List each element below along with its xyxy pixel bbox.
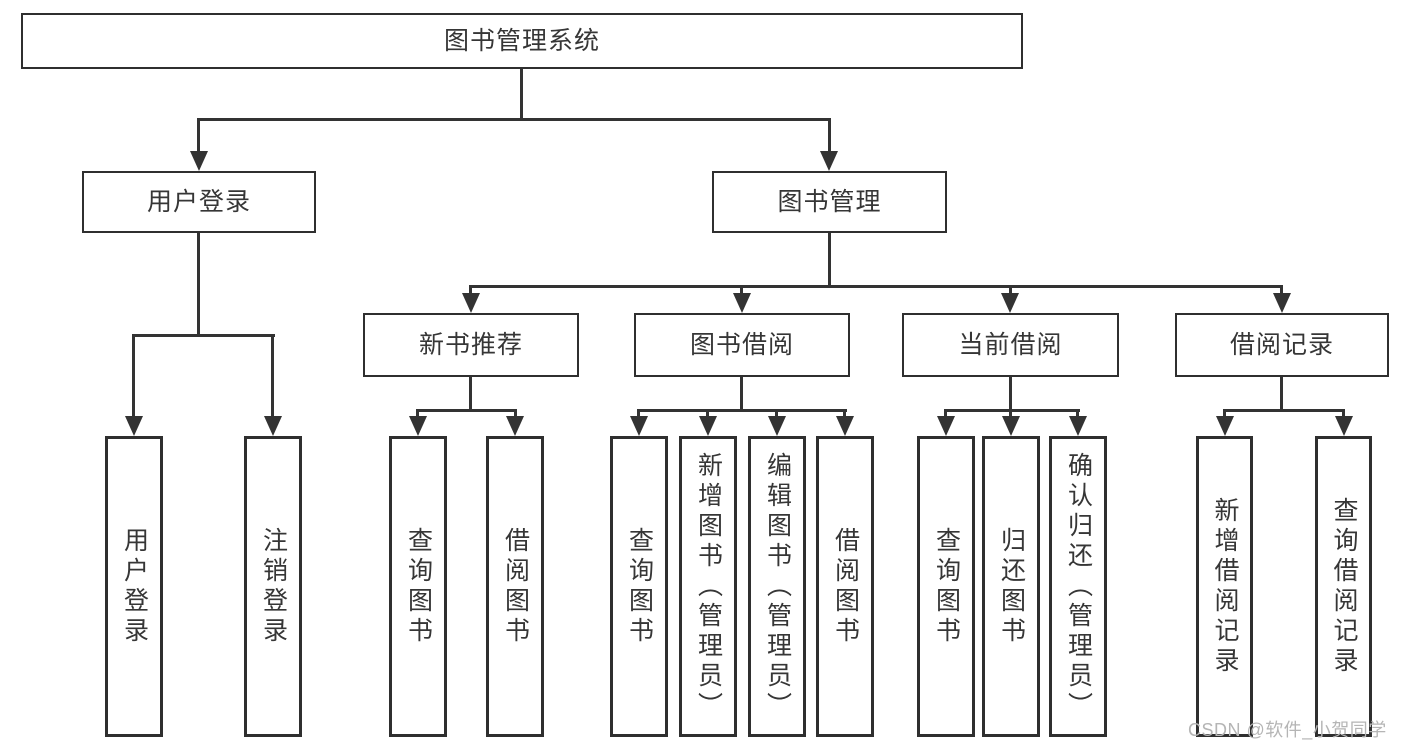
connector-line xyxy=(775,409,778,418)
connector-line xyxy=(132,334,275,337)
node-label: 用户登录 xyxy=(146,187,251,216)
node-label: 图书管理 xyxy=(777,187,882,216)
connector-line xyxy=(416,409,517,412)
leaf-query-books-2: 查询图书 xyxy=(610,436,668,737)
connector-line xyxy=(828,118,831,153)
leaf-logout-login: 注销登录 xyxy=(244,436,302,737)
connector-line xyxy=(637,409,640,418)
node-borrowing-records: 借阅记录 xyxy=(1175,313,1389,377)
arrow-down-icon xyxy=(190,151,208,171)
connector-line xyxy=(706,409,709,418)
leaf-borrow-books-2: 借阅图书 xyxy=(816,436,874,737)
connector-line xyxy=(520,69,523,119)
connector-line xyxy=(416,409,419,418)
connector-line xyxy=(197,233,200,335)
leaf-query-borrow-record: 查询借阅记录 xyxy=(1315,436,1372,737)
arrow-down-icon xyxy=(1273,293,1291,313)
arrow-down-icon xyxy=(733,293,751,313)
leaf-add-borrow-record: 新增借阅记录 xyxy=(1196,436,1253,737)
node-book-borrowing: 图书借阅 xyxy=(634,313,850,377)
arrow-down-icon xyxy=(820,151,838,171)
arrow-down-icon xyxy=(1001,293,1019,313)
arrow-down-icon xyxy=(768,416,786,436)
node-label: 归还图书 xyxy=(997,526,1026,647)
connector-line xyxy=(1223,409,1226,418)
node-label: 查询图书 xyxy=(404,526,433,647)
arrow-down-icon xyxy=(462,293,480,313)
node-book-management: 图书管理 xyxy=(712,171,947,233)
connector-line xyxy=(197,118,200,153)
arrow-down-icon xyxy=(836,416,854,436)
node-label: 注销登录 xyxy=(259,526,288,647)
connector-line xyxy=(469,285,1283,288)
leaf-user-login: 用户登录 xyxy=(105,436,163,737)
leaf-query-books-1: 查询图书 xyxy=(389,436,447,737)
connector-line xyxy=(740,285,743,295)
node-label: 查询图书 xyxy=(932,526,961,647)
connector-line xyxy=(944,409,1080,412)
node-label: 确认归还（管理员） xyxy=(1064,451,1093,722)
connector-line xyxy=(944,409,947,418)
node-label: 图书管理系统 xyxy=(443,26,600,55)
arrow-down-icon xyxy=(1069,416,1087,436)
node-library-management-system: 图书管理系统 xyxy=(21,13,1023,69)
connector-line xyxy=(1009,377,1012,410)
arrow-down-icon xyxy=(409,416,427,436)
arrow-down-icon xyxy=(125,416,143,436)
arrow-down-icon xyxy=(937,416,955,436)
node-label: 借阅图书 xyxy=(501,526,530,647)
node-label: 借阅图书 xyxy=(831,526,860,647)
node-user-login: 用户登录 xyxy=(82,171,316,233)
connector-line xyxy=(1342,409,1345,418)
node-label: 当前借阅 xyxy=(958,330,1063,359)
node-label: 查询借阅记录 xyxy=(1330,496,1358,677)
connector-line xyxy=(843,409,846,418)
connector-line xyxy=(197,118,831,121)
node-new-book-recommend: 新书推荐 xyxy=(363,313,579,377)
connector-line xyxy=(469,377,472,410)
arrow-down-icon xyxy=(1216,416,1234,436)
connector-line xyxy=(740,377,743,410)
node-label: 用户登录 xyxy=(120,526,149,647)
node-label: 图书借阅 xyxy=(689,330,794,359)
connector-line xyxy=(828,233,831,287)
arrow-down-icon xyxy=(630,416,648,436)
leaf-edit-book-admin: 编辑图书（管理员） xyxy=(748,436,806,737)
arrow-down-icon xyxy=(1335,416,1353,436)
node-label: 编辑图书（管理员） xyxy=(763,451,792,722)
connector-line xyxy=(514,409,517,418)
connector-line xyxy=(1223,409,1345,412)
leaf-query-books-3: 查询图书 xyxy=(917,436,975,737)
connector-line xyxy=(271,334,274,418)
leaf-return-books: 归还图书 xyxy=(982,436,1040,737)
arrow-down-icon xyxy=(1002,416,1020,436)
connector-line xyxy=(132,334,135,418)
node-current-borrowing: 当前借阅 xyxy=(902,313,1119,377)
leaf-confirm-return-admin: 确认归还（管理员） xyxy=(1049,436,1107,737)
node-label: 新增借阅记录 xyxy=(1211,496,1239,677)
csdn-watermark: CSDN @软件_小贺同学 xyxy=(1188,720,1387,740)
node-label: 查询图书 xyxy=(625,526,654,647)
leaf-add-book-admin: 新增图书（管理员） xyxy=(679,436,737,737)
connector-line xyxy=(1076,409,1079,418)
arrow-down-icon xyxy=(264,416,282,436)
node-label: 新增图书（管理员） xyxy=(694,451,723,722)
leaf-borrow-books-1: 借阅图书 xyxy=(486,436,544,737)
connector-line xyxy=(1280,377,1283,410)
connector-line xyxy=(1280,285,1283,295)
arrow-down-icon xyxy=(699,416,717,436)
node-label: 借阅记录 xyxy=(1229,330,1334,359)
node-label: 新书推荐 xyxy=(418,330,523,359)
connector-line xyxy=(1009,409,1012,418)
connector-line xyxy=(1009,285,1012,295)
connector-line xyxy=(637,409,847,412)
connector-line xyxy=(469,285,472,295)
arrow-down-icon xyxy=(506,416,524,436)
